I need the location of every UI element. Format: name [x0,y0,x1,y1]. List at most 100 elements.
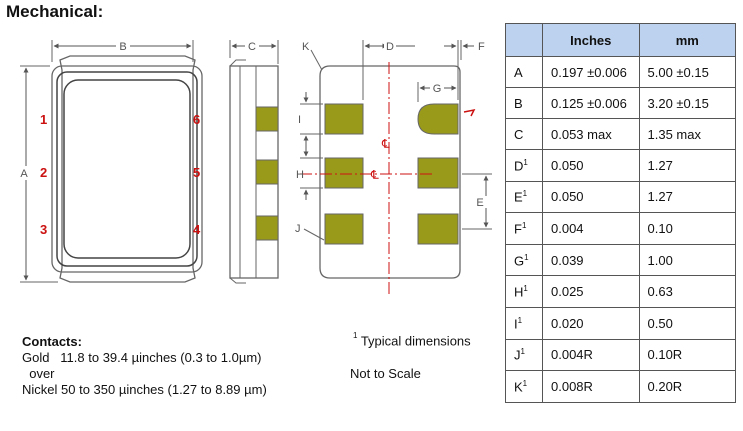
dim-label-a: A [20,168,28,180]
pad [417,213,459,245]
dim-cell: I1 [505,307,543,340]
mm-value: 1.35 max [638,118,736,151]
dim-cell: K1 [505,370,543,403]
dim-letter: B [514,95,523,111]
mm-value: 0.50 [638,307,736,340]
bottom-view: ℄ ℄ D F G K [295,40,492,296]
dim-cell: J1 [505,338,543,372]
inches-value: 0.004R [542,338,640,372]
dim-letter: E [514,189,523,205]
dim-cell: H1 [505,275,543,309]
centerline-symbol-horizontal: ℄ [370,168,379,182]
mm-value: 3.20 ±0.15 [638,87,736,120]
pin-number-2: 2 [40,165,47,180]
dim-letter: A [514,64,523,80]
typical-mark: 1 [520,347,525,357]
dim-label-c: C [248,41,256,53]
mm-value: 5.00 ±0.15 [638,55,736,89]
dim-letter: C [514,126,524,142]
inches-value: 0.197 ±0.006 [542,55,640,89]
dim-cell: E1 [505,180,543,214]
mm-value: 0.63 [638,275,736,309]
dim-letter: F [514,221,522,237]
contacts-notes: Contacts: Gold 11.8 to 39.4 µinches (0.3… [22,334,267,398]
mm-value: 1.27 [638,180,736,214]
centerline-symbol-vertical: ℄ [381,137,390,151]
typical-mark: 1 [522,189,528,199]
dim-cell: B [505,87,543,120]
inches-value: 0.050 [542,149,640,182]
footnote-text: Typical dimensions [357,333,471,349]
pad-pin1 [417,103,459,135]
inches-value: 0.053 max [542,118,640,151]
dim-letter: I [514,316,518,332]
dim-label-f: F [478,41,485,53]
dim-label-b: B [119,41,126,53]
dim-cell: A [505,55,543,89]
inches-value: 0.039 [542,243,640,277]
typical-mark: 1 [521,220,527,230]
side-view: C [229,40,279,284]
dim-letter: K [514,379,523,395]
top-view: B A 1 2 3 6 5 4 [19,40,203,283]
section-title: Mechanical: [6,2,104,21]
inches-value: 0.004 [542,212,640,245]
typical-mark: 1 [524,252,529,262]
dim-letter: D [514,158,524,174]
contacts-over: over [22,366,55,381]
pad [324,213,364,245]
dim-letter: G [514,252,525,268]
mm-value: 0.10 [638,212,736,245]
dim-letter: H [514,284,524,300]
dim-cell: C [505,118,543,151]
dim-label-e: E [476,197,483,209]
typical-mark: 1 [523,284,528,294]
header-blank [505,23,543,57]
pad [324,157,364,189]
mm-value: 1.27 [638,149,736,182]
pad [417,157,459,189]
inches-value: 0.050 [542,180,640,214]
mechanical-drawing: B A 1 2 3 6 5 4 [19,40,492,296]
pad [324,103,364,135]
table-header-row: Inches mm [505,23,736,57]
contacts-gold: Gold 11.8 to 39.4 µinches (0.3 to 1.0µm) [22,350,262,365]
header-inches: Inches [542,23,640,57]
dim-cell: D1 [505,149,543,182]
mm-value: 1.00 [638,243,736,277]
dim-label-d: D [386,41,394,53]
footnote-mark: 1 [353,331,358,340]
contacts-nickel: Nickel 50 to 350 µinches (1.27 to 8.89 µ… [22,382,267,397]
pin-number-6: 6 [193,112,200,127]
pin-number-5: 5 [193,165,200,180]
dim-label-g: G [433,83,442,95]
inches-value: 0.025 [542,275,640,309]
inches-value: 0.125 ±0.006 [542,87,640,120]
dim-letter: J [514,347,521,363]
contacts-heading: Contacts: [22,334,82,349]
dim-cell: F1 [505,212,543,245]
inches-value: 0.008R [542,370,640,403]
pin-number-4: 4 [193,222,201,237]
header-mm: mm [638,23,736,57]
mm-value: 0.10R [638,338,736,372]
not-to-scale-note: Not to Scale [350,366,421,381]
dim-cell: G1 [505,243,543,277]
typical-mark: 1 [522,378,528,388]
typical-mark: 1 [523,157,528,167]
typical-mark: 1 [517,315,523,325]
pin-number-3: 3 [40,222,47,237]
footnote: 1 Typical dimensions [353,331,471,349]
mm-value: 0.20R [638,370,736,403]
